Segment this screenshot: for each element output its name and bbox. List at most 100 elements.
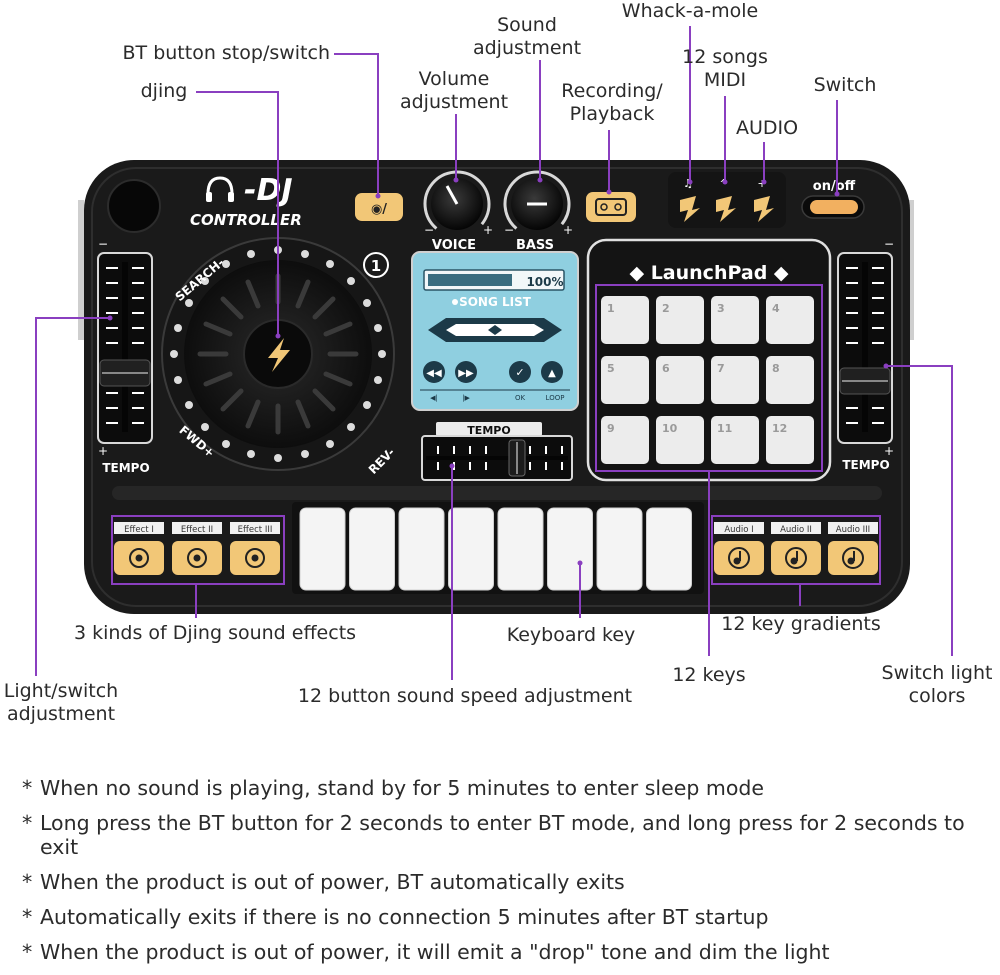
jog-mode-label: 1	[371, 257, 381, 275]
loop-icon: ▲	[548, 368, 556, 379]
left-slider-plus: +	[98, 444, 108, 458]
next-icon: ▶▶	[458, 368, 474, 379]
center-tempo-slider[interactable]: TEMPO	[421, 422, 573, 481]
launchpad-pad[interactable]: 1	[601, 296, 649, 344]
screen-prev-button[interactable]: ◀◀	[423, 361, 445, 383]
bass-knob[interactable]: − + BASS	[492, 159, 582, 253]
callout-switch-light: Switch light colors	[876, 662, 998, 708]
pad-number: 5	[607, 362, 615, 375]
note-item: *Automatically exits if there is no conn…	[22, 905, 982, 929]
left-slider-minus: −	[98, 237, 108, 251]
callout-switch-light-line1: Switch light	[881, 662, 993, 684]
launchpad-pad[interactable]: 4	[766, 296, 814, 344]
screen-small-label-3: OK	[515, 394, 526, 402]
audio-preset-button[interactable]: Audio II	[771, 522, 821, 575]
note-bullet: *	[22, 776, 33, 800]
jog-wheel[interactable]: SEARCH- FWD+ REV- 1	[161, 237, 398, 477]
right-slider-minus: −	[884, 237, 894, 251]
note-bullet: *	[22, 940, 33, 964]
notes-list: *When no sound is playing, stand by for …	[22, 776, 982, 975]
callout-switch: Switch	[813, 74, 877, 96]
launchpad-pad[interactable]: 8	[766, 356, 814, 404]
voice-plus: +	[483, 223, 493, 237]
launchpad-pad[interactable]: 2	[656, 296, 704, 344]
callout-recording-line1: Recording/	[561, 80, 663, 102]
logo-subtitle: CONTROLLER	[190, 211, 302, 229]
launchpad-pad[interactable]: 10	[656, 416, 704, 464]
music-note-icon	[842, 547, 864, 569]
power-switch[interactable]: on/off	[801, 179, 865, 219]
launchpad-pad[interactable]: 6	[656, 356, 704, 404]
note-bullet: *	[22, 905, 33, 929]
callout-volume-line2: adjustment	[399, 91, 509, 113]
effect-label: Effect III	[238, 525, 273, 535]
note-text: When the product is out of power, it wil…	[40, 940, 830, 964]
voice-label: VOICE	[432, 238, 476, 253]
keyboard-key[interactable]	[547, 507, 593, 591]
recording-button[interactable]	[586, 192, 636, 222]
right-slider-plus: +	[884, 444, 894, 458]
keyboard-key[interactable]	[646, 507, 692, 591]
display-screen: 100% SONG LIST ◀◀ ▶▶ ✓ ▲ ◀| |▶ OK LOOP	[411, 251, 579, 411]
callout-midi-line2: MIDI	[703, 69, 747, 91]
screen-loop-button[interactable]: ▲	[541, 361, 563, 383]
left-tempo-label: TEMPO	[102, 461, 149, 475]
right-tempo-slider[interactable]: − + TEMPO	[837, 237, 894, 472]
callout-speed: 12 button sound speed adjustment	[297, 685, 633, 707]
launchpad-pad[interactable]: 5	[601, 356, 649, 404]
callout-whack: Whack-a-mole	[621, 0, 759, 22]
keyboard-key[interactable]	[448, 507, 494, 591]
lightning-icon	[268, 338, 290, 372]
right-tempo-label: TEMPO	[842, 458, 889, 472]
keyboard-key[interactable]	[398, 507, 445, 591]
launchpad-pad[interactable]: 7	[711, 356, 759, 404]
audio-preset-button[interactable]: Audio I	[714, 522, 764, 575]
keyboard-key[interactable]	[497, 507, 544, 591]
callout-gradients: 12 key gradients	[721, 613, 881, 635]
launchpad-pad[interactable]: 9	[601, 416, 649, 464]
check-icon: ✓	[515, 366, 524, 379]
cassette-icon	[595, 198, 627, 216]
effect-button[interactable]: Effect I	[114, 522, 164, 575]
keyboard-key[interactable]	[299, 507, 346, 591]
bt-button[interactable]: ◉/	[355, 193, 403, 221]
voice-knob[interactable]: − + VOICE	[412, 159, 502, 253]
note-bullet: *	[22, 811, 33, 835]
keyboard-key[interactable]	[596, 507, 643, 591]
pad-number: 11	[717, 422, 732, 435]
note-item: * When the product is out of power, it wi…	[22, 940, 982, 964]
callout-audio: AUDIO	[735, 117, 799, 139]
voice-minus: −	[424, 223, 434, 237]
keyboard	[292, 502, 704, 594]
callout-sound: Sound adjustment	[462, 14, 592, 60]
bt-button-icon: ◉/	[371, 202, 387, 217]
callout-light-switch: Light/switch adjustment	[0, 680, 122, 726]
callout-bt-button: BT button stop/switch	[122, 42, 330, 64]
screen-percent: 100%	[526, 275, 563, 289]
callout-volume-line1: Volume	[418, 68, 490, 90]
effect-button[interactable]: Effect II	[172, 522, 222, 575]
screen-next-button[interactable]: ▶▶	[455, 361, 477, 383]
launchpad-pad[interactable]: 3	[711, 296, 759, 344]
pad-number: 2	[662, 302, 670, 315]
audio-label: Audio I	[724, 525, 753, 535]
effect-button[interactable]: Effect III	[230, 522, 280, 575]
screen-small-label-4: LOOP	[546, 394, 565, 402]
callout-dots	[107, 177, 889, 566]
callout-recording-line2: Playback	[569, 103, 655, 125]
audio-preset-button[interactable]: Audio III	[828, 522, 878, 575]
callout-midi: 12 songs MIDI	[680, 46, 770, 92]
music-note-icon	[785, 547, 807, 569]
left-tempo-slider[interactable]: − + TEMPO	[97, 237, 153, 475]
launchpad-pad[interactable]: 12	[766, 416, 814, 464]
pad-number: 8	[772, 362, 780, 375]
bass-minus: −	[504, 223, 514, 237]
launchpad-pad[interactable]: 11	[711, 416, 759, 464]
screen-ok-button[interactable]: ✓	[509, 361, 531, 383]
swirl-icon	[187, 548, 207, 568]
note-item: *Long press the BT button for 2 seconds …	[22, 811, 982, 859]
keyboard-key[interactable]	[349, 507, 395, 591]
